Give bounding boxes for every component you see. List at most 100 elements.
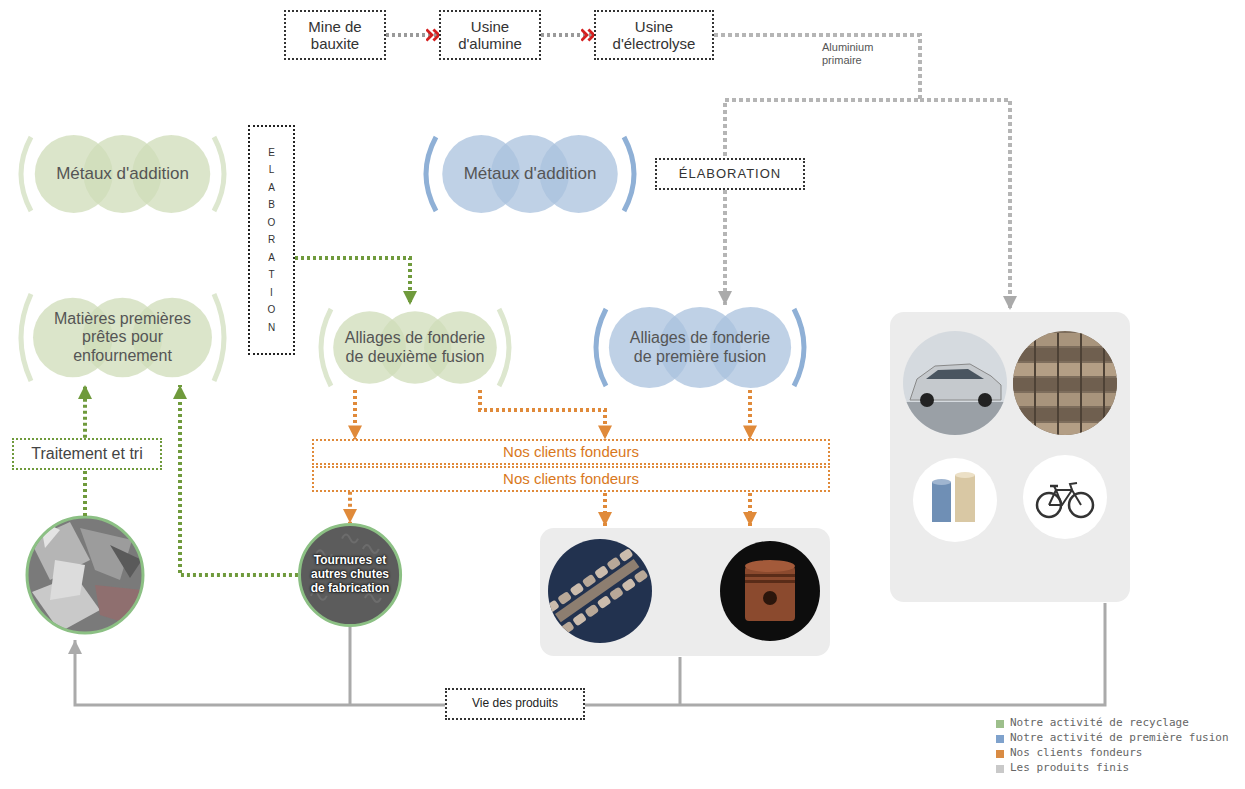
node-text: Matières premières prêtes pour enfournem… — [40, 310, 205, 365]
finished-products-panel — [955, 475, 975, 522]
cast-parts-panel — [594, 565, 609, 579]
legend-text: Notre activité de première fusion — [1010, 732, 1229, 745]
process-box: Usine d'alumine — [439, 10, 541, 61]
node-text: Métaux d'addition — [56, 164, 189, 184]
finished-products-panel — [1013, 408, 1117, 421]
cloud-bracket — [794, 309, 804, 386]
cast-parts-panel — [545, 600, 560, 614]
cast-parts-panel — [584, 604, 599, 618]
legend-row: Nos clients fondeurs — [996, 746, 1229, 761]
client-arrows — [605, 493, 750, 526]
finished-products-panel — [955, 472, 975, 478]
finished-products-panel — [1054, 486, 1062, 505]
node-text: ÉLABORATION — [679, 167, 782, 182]
finished-products-panel — [890, 312, 1130, 602]
process-box: Mine de bauxite — [284, 10, 386, 61]
finished-products-panel — [1013, 333, 1117, 436]
vertical-label-box: ELABORATION — [248, 125, 295, 355]
scrap-photo — [27, 517, 143, 633]
scrap-curl — [363, 545, 379, 553]
cloud-bracket — [624, 137, 634, 211]
finished-products-panel — [903, 402, 1007, 442]
flow-connector — [348, 492, 352, 523]
finished-products-panel — [1013, 378, 1117, 391]
legend-row: Notre activité de recyclage — [996, 716, 1229, 731]
connector-group — [85, 35, 920, 575]
input-cloud: Métaux d'addition — [15, 133, 230, 215]
legend-text: Les produits finis — [1010, 762, 1129, 775]
finished-products-panel — [1023, 455, 1107, 539]
scrap-curl — [342, 535, 358, 543]
primary-aluminium-branch — [920, 100, 1010, 310]
finished-products-panel — [1013, 363, 1117, 376]
flow-connector — [714, 35, 920, 158]
legend-text: Nos clients fondeurs — [1010, 747, 1142, 760]
node-text: Nos clients fondeurs — [503, 470, 639, 487]
client-band: Nos clients fondeurs — [312, 466, 830, 491]
edge-label-box: Aluminium primaire — [822, 41, 886, 66]
node-text: Alliages de fonderie de deuxième fusion — [336, 329, 494, 366]
flow-connector — [480, 390, 605, 439]
node-text: ELABORATION — [267, 144, 276, 337]
cast-parts-panel — [609, 586, 624, 600]
finished-products-panel — [1013, 333, 1117, 346]
cast-parts-panel — [572, 612, 587, 626]
circle-outline — [299, 524, 400, 625]
recycling-link — [83, 470, 87, 516]
cast-parts-panel — [745, 574, 795, 577]
legend-row: Notre activité de première fusion — [996, 731, 1229, 746]
cast-parts-panel — [763, 591, 777, 605]
step-box: ÉLABORATION — [655, 158, 805, 190]
finished-products-panel — [932, 482, 951, 522]
legend-text: Notre activité de recyclage — [1010, 717, 1189, 730]
cast-parts-panel — [555, 559, 639, 622]
legend-swatch — [996, 720, 1004, 728]
cast-parts-panel — [619, 548, 634, 562]
scrap-curl — [365, 594, 381, 602]
process-box: Traitement et tri — [12, 438, 162, 470]
cloud-bracket — [321, 309, 331, 386]
finished-products-panel — [1013, 348, 1117, 361]
flow-connector — [180, 385, 298, 575]
finished-products-panel — [932, 479, 951, 485]
finished-products-panel — [1013, 331, 1117, 435]
cast-parts-panel — [745, 566, 795, 621]
cast-parts-panel — [557, 591, 572, 605]
finished-products-panel — [920, 393, 934, 407]
node-text: Usine d'électrolyse — [602, 18, 706, 53]
cast-parts-panel — [540, 528, 830, 656]
finished-products-panel — [1049, 490, 1081, 505]
scrap-photo — [27, 517, 143, 633]
flow-connector — [386, 33, 439, 37]
cast-parts-panel — [597, 595, 612, 609]
finished-products-panel — [1013, 423, 1117, 436]
recycling-link — [85, 470, 86, 516]
cloud-bracket — [214, 294, 224, 381]
finished-products-panel — [1013, 393, 1117, 406]
finished-products-panel — [1050, 485, 1058, 488]
client-band: Nos clients fondeurs — [312, 439, 830, 464]
cloud-bracket — [596, 309, 606, 386]
node-text: Alliages de fonderie de première fusion — [621, 329, 779, 366]
finished-products-panel — [978, 393, 992, 407]
cast-parts-panel — [582, 574, 597, 588]
legend-swatch — [996, 750, 1004, 758]
cast-parts-panel — [560, 621, 575, 635]
legend-row: Les produits finis — [996, 761, 1229, 776]
step-box: Vie des produits — [445, 688, 585, 720]
client-arrows — [748, 493, 752, 526]
primary-aluminium-branch — [920, 100, 1010, 310]
flow-connector — [353, 390, 357, 439]
finished-products-panel — [890, 312, 1130, 602]
cast-parts-panel — [569, 582, 584, 596]
scrap-photo — [50, 560, 85, 600]
flow-connector — [541, 33, 594, 37]
flow-connector — [295, 258, 410, 305]
cloud-bracket — [499, 309, 509, 386]
cloud-bracket — [21, 294, 31, 381]
node-text: Traitement et tri — [31, 445, 142, 463]
finished-products-panel — [926, 369, 984, 379]
cast-parts-panel — [548, 539, 652, 643]
